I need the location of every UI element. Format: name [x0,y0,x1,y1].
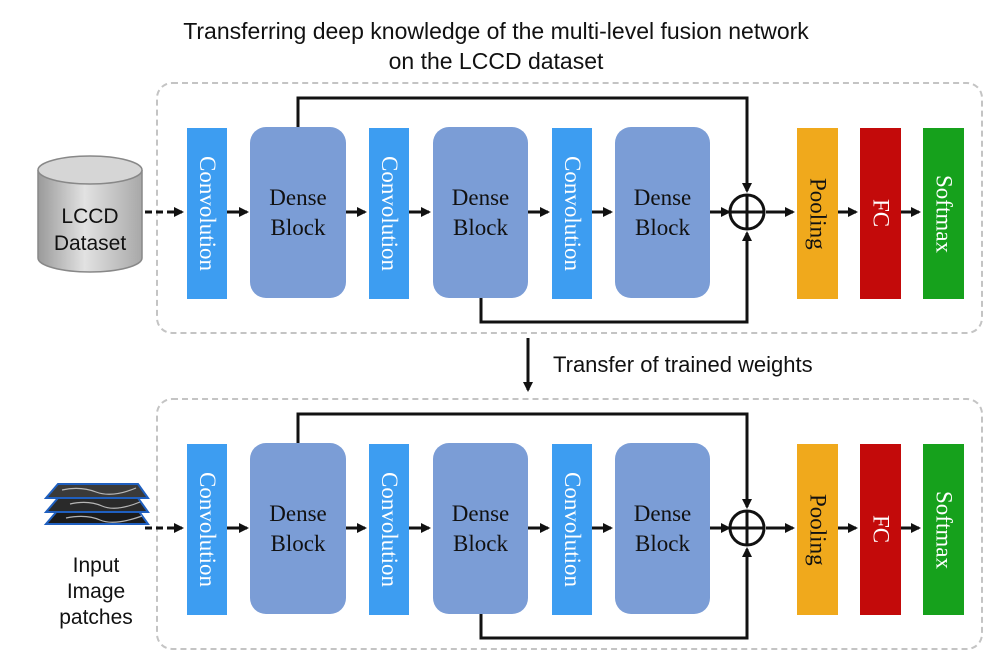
image-stack-icon [43,483,150,525]
fc-block: FC [860,128,901,299]
pooling-block: Pooling [797,444,838,615]
diagram-title-line1: Transferring deep knowledge of the multi… [183,18,809,44]
pooling-block: Pooling [797,128,838,299]
convolution-block: Convolution [552,444,592,615]
softmax-block: Softmax [923,128,964,299]
dataset-label-line2: Dataset [53,232,127,255]
source-network-panel [156,82,983,334]
convolution-block: Convolution [552,128,592,299]
input-label-line2: Image [66,580,126,603]
skip-connection-top-b [296,412,752,509]
input-label-line3: patches [59,606,133,629]
convolution-block: Convolution [187,444,227,615]
skip-connection-bottom [479,231,752,324]
softmax-block: Softmax [923,444,964,615]
convolution-block: Convolution [187,128,227,299]
database-cylinder-icon [37,155,143,273]
skip-connection-top [296,96,752,193]
diagram-title-line2: on the LCCD dataset [388,48,604,74]
convolution-block: Convolution [369,444,409,615]
input-label-line1: Input [72,554,120,577]
target-network-panel [156,398,983,650]
fc-block: FC [860,444,901,615]
dataset-label-line1: LCCD [61,205,119,228]
transfer-label: Transfer of trained weights [553,352,813,377]
convolution-block: Convolution [369,128,409,299]
skip-connection-bottom-b [479,547,752,640]
